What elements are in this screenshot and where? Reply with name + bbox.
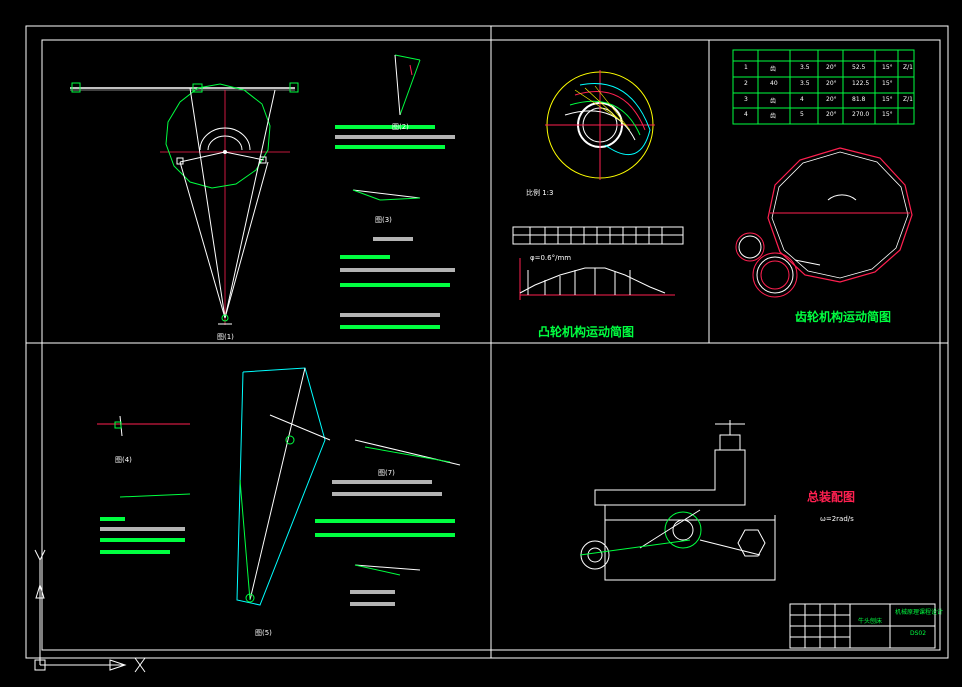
gear-table-cell: 52.5	[852, 64, 866, 71]
fig2-label: 图(2)	[392, 123, 409, 131]
gear-table-cell: 40	[770, 80, 778, 87]
gear-table-cell: 3.5	[800, 64, 810, 71]
gear-table-cell: 4	[744, 111, 748, 118]
ucs-axis-icon[interactable]	[34, 549, 146, 673]
acceleration-polygon-fig3	[352, 189, 421, 201]
gear-table-cell: 齿	[770, 98, 777, 105]
formula-block-upper	[335, 125, 455, 329]
gear-table-cell: 齿	[770, 66, 777, 73]
title-block	[789, 603, 936, 649]
cam-scale-label: 比例 1:3	[526, 189, 554, 197]
velocity-polygon-fig2	[394, 54, 421, 116]
gear-table-cell: 2	[744, 80, 748, 87]
phi-scale-label: φ=0.6°/mm	[530, 254, 572, 262]
gear-table-cell: 3	[744, 96, 748, 103]
vector-fig4	[97, 415, 190, 437]
gear-table-cell: Z/1	[903, 64, 913, 71]
gear-table-cell: 270.0	[852, 111, 870, 118]
gear-table-cell: 20°	[826, 80, 837, 87]
gear-table-cell: 5	[800, 111, 804, 118]
gear-table-cell: 20°	[826, 111, 837, 118]
gear-table-cell: 15°	[882, 111, 893, 118]
velocity-diagram-fig6	[236, 367, 331, 606]
cam-motion-graph	[519, 258, 675, 300]
cam-data-table	[512, 226, 684, 245]
gear-table-cell: 3.5	[800, 80, 810, 87]
vector-fig5	[100, 493, 191, 554]
gear-table-cell: 1	[744, 64, 748, 71]
gear-table-cell: Z/1	[903, 96, 913, 103]
assembly-title: 总装配图	[807, 490, 856, 504]
cam-diagram-title: 凸轮机构运动简图	[538, 325, 635, 339]
gear-data-table	[732, 49, 915, 125]
gear-diagram-title: 齿轮机构运动简图	[795, 310, 892, 324]
acceleration-diagram-fig7	[315, 439, 461, 606]
gear-table-cell: 15°	[882, 96, 893, 103]
gear-table-cell: 81.8	[852, 96, 866, 103]
sheet-outer-frame	[25, 25, 949, 659]
title-block-school: 机械原理课程设计	[895, 609, 944, 616]
gear-train-figure	[735, 147, 913, 298]
fig7-label: 图(7)	[378, 469, 395, 477]
title-block-code: DS02	[910, 630, 927, 637]
gear-table-cell: 20°	[826, 64, 837, 71]
gear-table-cell: 122.5	[852, 80, 870, 87]
omega-label: ω=2rad/s	[820, 515, 854, 523]
cam-profile-figure	[545, 70, 655, 180]
gear-table-cell: 齿	[770, 113, 777, 120]
gear-table-cell: 15°	[882, 64, 893, 71]
title-block-drawing: 牛头刨床	[858, 618, 883, 625]
fig4-label: 图(4)	[115, 456, 132, 464]
linkage-mechanism-figure	[70, 82, 299, 325]
shaper-assembly-figure	[579, 420, 776, 581]
gear-table-cell: 4	[800, 96, 804, 103]
gear-table-cell: 15°	[882, 80, 893, 87]
fig5-label: 图(5)	[255, 629, 272, 637]
fig1-label: 图(1)	[217, 333, 234, 341]
fig3-label: 图(3)	[375, 216, 392, 224]
gear-table-cell: 20°	[826, 96, 837, 103]
